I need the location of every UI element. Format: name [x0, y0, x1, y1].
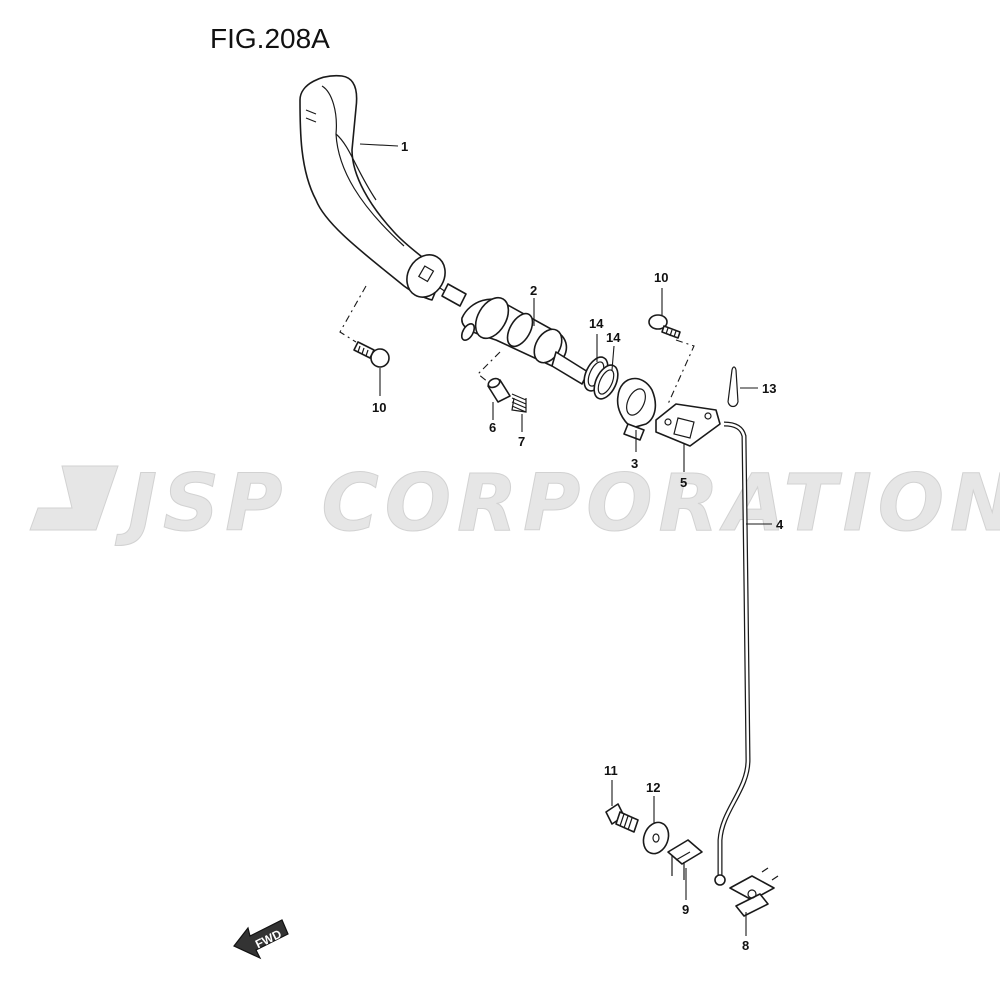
assembly-lines	[339, 285, 695, 405]
callout-1: 1	[401, 139, 408, 154]
callout-14b: 14	[606, 330, 621, 345]
callout-13: 13	[762, 381, 776, 396]
callouts: 1 2 14 14 3 5 10 10 6 7 4 13 11 12 9 8	[372, 139, 784, 953]
part-11-bolt	[605, 803, 639, 833]
callout-10-upper: 10	[654, 270, 668, 285]
part-4-rod	[714, 421, 751, 886]
part-2-shaft	[439, 283, 589, 385]
watermark-logo-icon	[29, 465, 119, 531]
part-5-bracket	[655, 403, 721, 447]
fwd-arrow: FWD	[233, 919, 289, 960]
part-6-pin	[487, 377, 511, 403]
callout-6: 6	[489, 420, 496, 435]
callout-7: 7	[518, 434, 525, 449]
callout-2: 2	[530, 283, 537, 298]
callout-8: 8	[742, 938, 749, 953]
part-9-clip	[667, 839, 703, 880]
part-10-bolt-upper	[648, 314, 681, 339]
part-10-bolt-lower	[353, 341, 390, 368]
part-13-clip	[727, 366, 739, 408]
figure-title: FIG.208A	[210, 23, 330, 54]
callout-10-lower: 10	[372, 400, 386, 415]
watermark-text: JSP CORPORATION	[115, 459, 1000, 549]
callout-5: 5	[680, 475, 687, 490]
part-3-washer	[616, 377, 657, 441]
callout-9: 9	[682, 902, 689, 917]
part-14-o-rings	[583, 356, 619, 400]
part-7-spring	[511, 393, 527, 413]
part-12-washer	[642, 821, 670, 855]
callout-3: 3	[631, 456, 638, 471]
fwd-arrow-icon	[233, 919, 289, 960]
callout-12: 12	[646, 780, 660, 795]
callout-4: 4	[776, 517, 784, 532]
callout-11: 11	[604, 763, 618, 778]
leader-lines	[359, 143, 772, 936]
part-8-retainer	[729, 867, 779, 917]
callout-14a: 14	[589, 316, 604, 331]
watermark: JSP CORPORATION	[29, 459, 1000, 550]
part-1-lever	[299, 75, 446, 301]
